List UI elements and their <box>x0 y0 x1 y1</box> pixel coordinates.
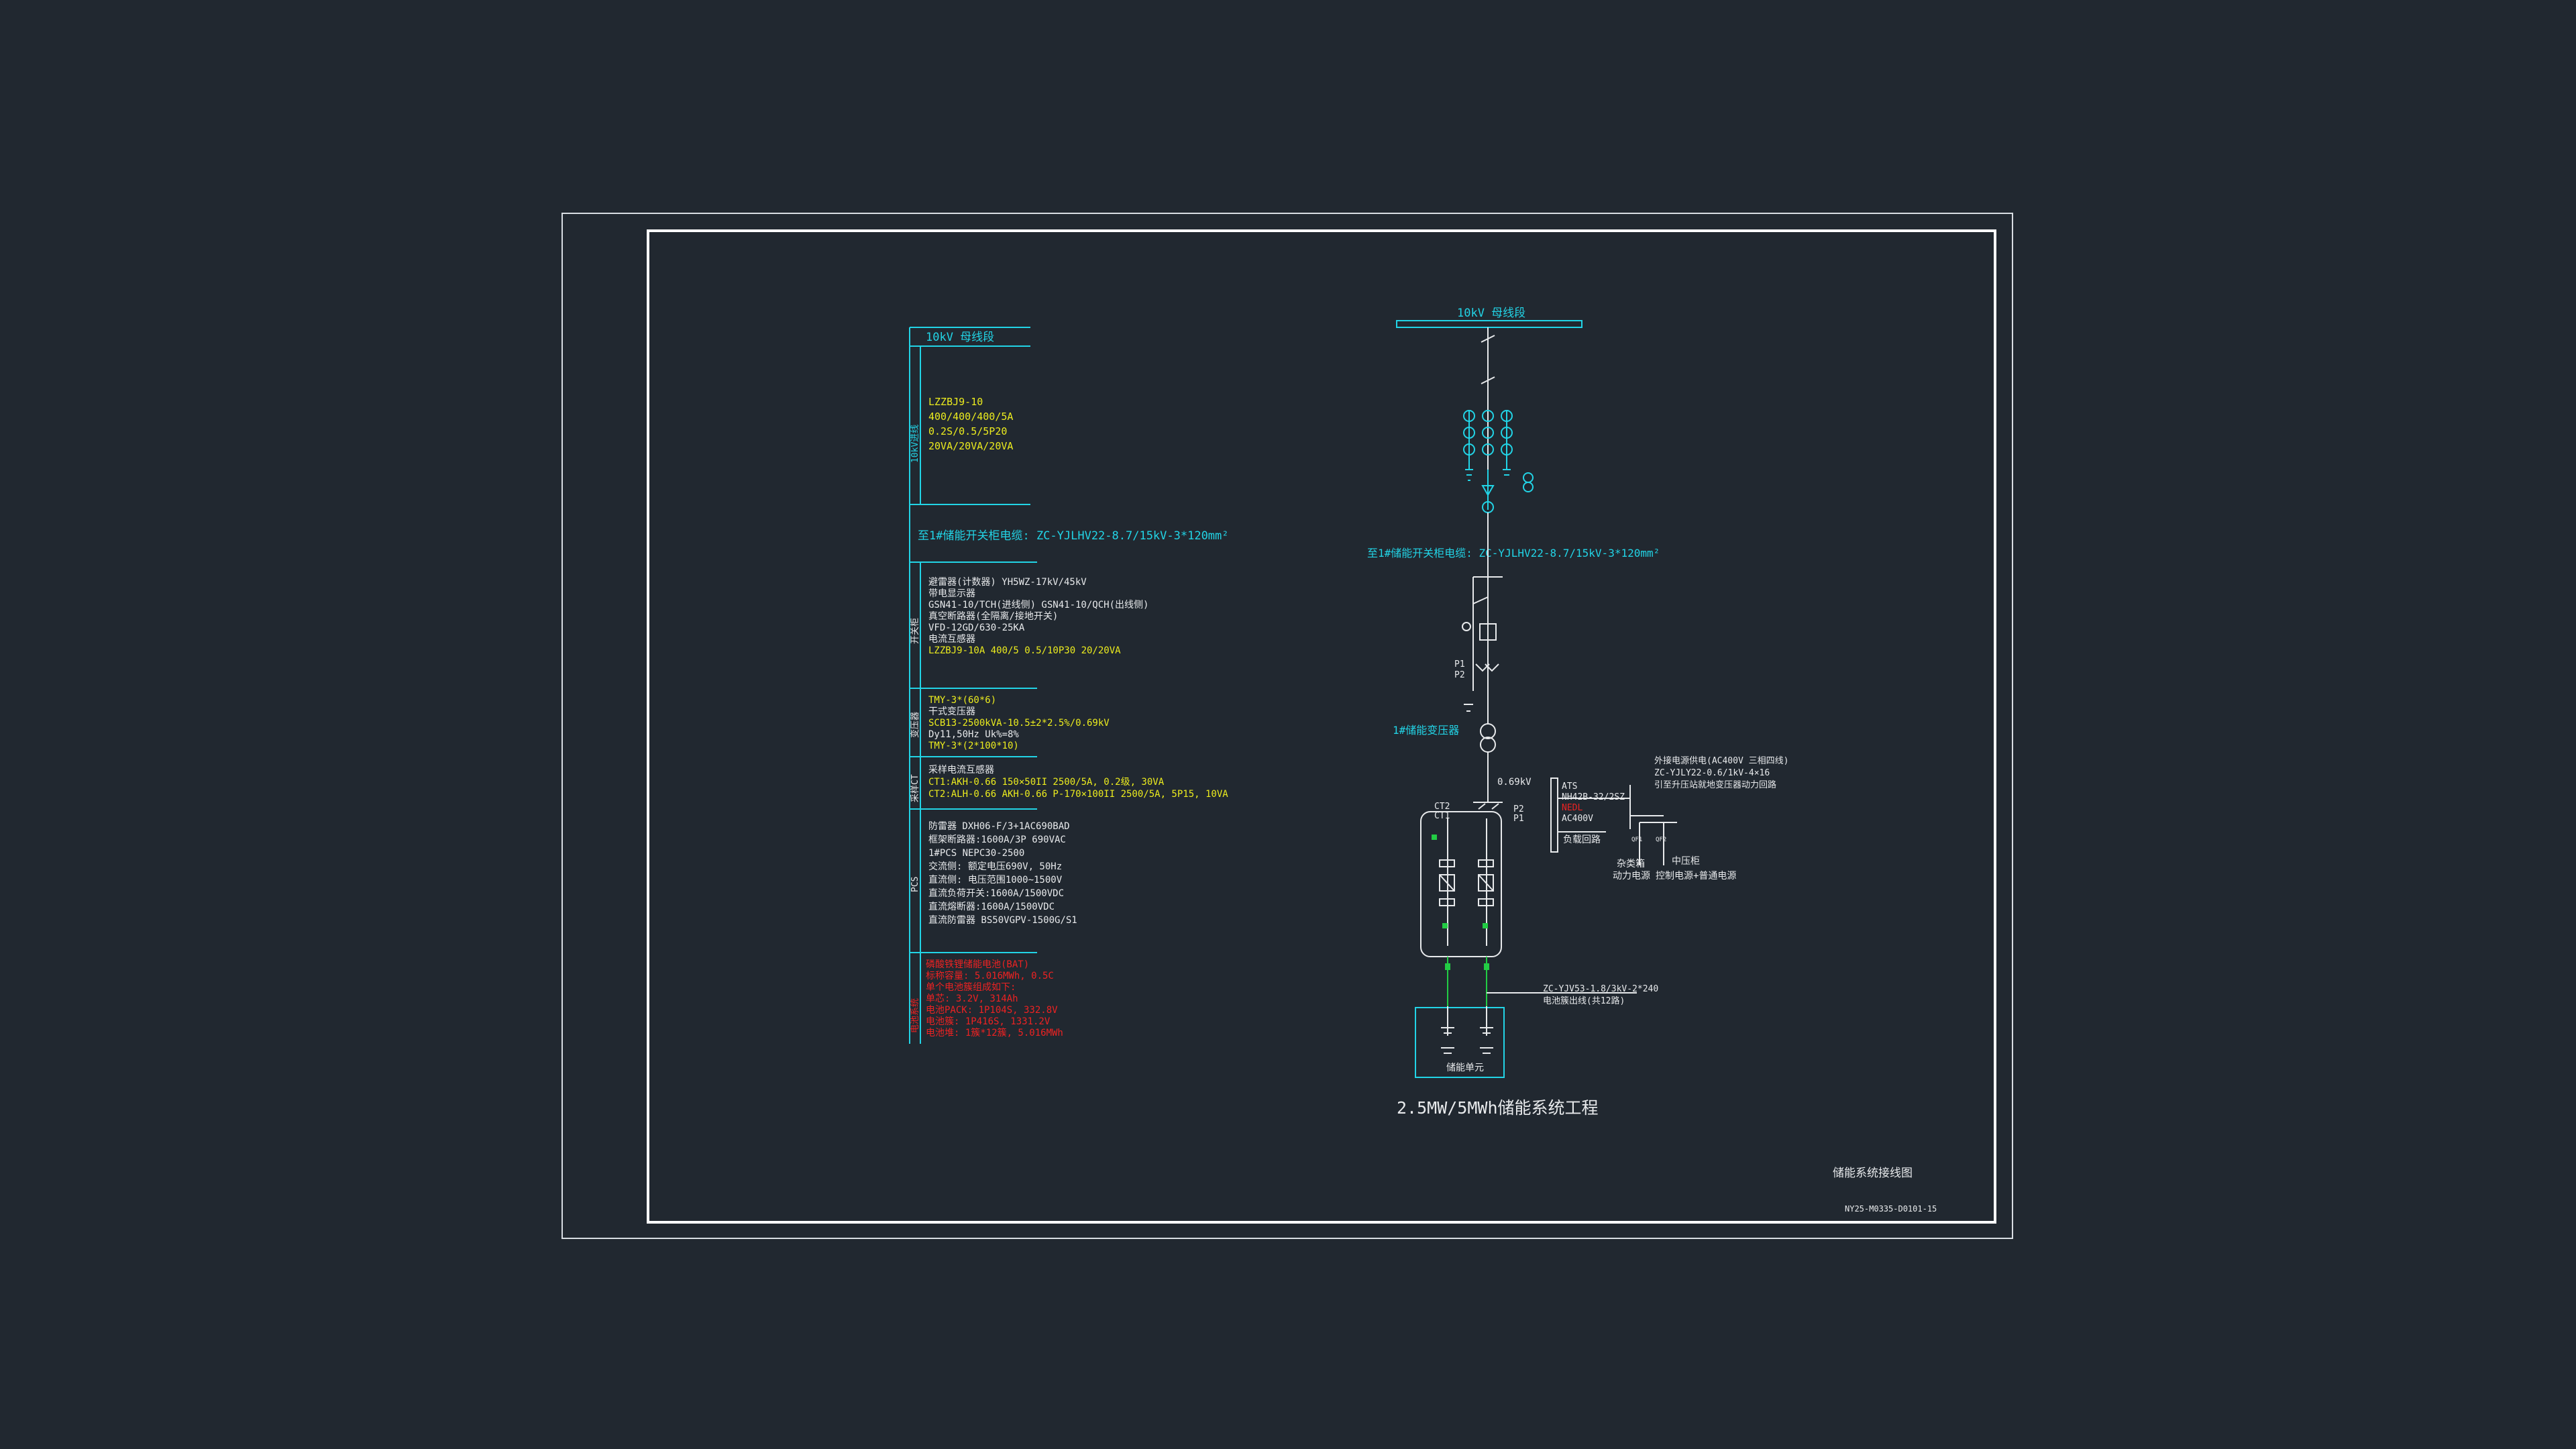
aux-supply-line: ZC-YJLY22-0.6/1kV-4×16 <box>1654 768 1770 778</box>
spec-line: 电池堆: 1簇*12簇, 5.016MWh <box>926 1028 1063 1038</box>
ats-line: NEDL <box>1562 803 1582 813</box>
spec-line: 交流侧: 额定电压690V, 50Hz <box>928 861 1062 872</box>
spec-line: LZZBJ9-10A 400/5 0.5/10P30 20/20VA <box>928 645 1121 656</box>
aux-bottom-label: 杂类箱 <box>1617 859 1645 869</box>
spec-line: SCB13-2500kVA-10.5±2*2.5%/0.69kV <box>928 718 1110 729</box>
spec-line: 直流负荷开关:1600A/1500VDC <box>928 888 1064 899</box>
spec-line: 标称容量: 5.016MWh, 0.5C <box>926 970 1054 981</box>
transformer-spec-block: TMY-3*(60*6)干式变压器SCB13-2500kVA-10.5±2*2.… <box>928 695 1110 751</box>
spec-line: 带电显示器 <box>928 588 975 599</box>
bus-bar[interactable] <box>1396 320 1582 328</box>
spec-line: TMY-3*(60*6) <box>928 695 996 706</box>
aux-bottom-label: 中压柜 <box>1672 856 1700 867</box>
spec-line: Dy11,50Hz Uk%=8% <box>928 729 1019 740</box>
spec-line: GSN41-10/TCH(进线侧) GSN41-10/QCH(出线侧) <box>928 600 1148 610</box>
spec-line: CT1:AKH-0.66 150×50II 2500/5A, 0.2级, 30V… <box>928 777 1165 788</box>
storage-unit-label: 储能单元 <box>1446 1063 1484 1073</box>
table-cable-label: 至1#储能开关柜电缆: ZC-YJLHV22-8.7/15kV-3*120mm² <box>918 529 1229 543</box>
table-side-label-6: 电池系统 <box>910 998 920 1033</box>
spec-line: 采样电流互感器 <box>928 764 994 775</box>
spec-line: 直流侧: 电压范围1000~1500V <box>928 874 1063 885</box>
ct-spec-line: LZZBJ9-10 <box>928 396 983 408</box>
ct-spec-line: 0.2S/0.5/5P20 <box>928 425 1007 437</box>
spec-line: 真空断路器(全隔离/接地开关) <box>928 610 1058 622</box>
single-line-diagram: 10kV 母线段 至1#储能开关柜电缆: ZC-YJLHV22-8.7/15kV… <box>1367 307 1788 1118</box>
ct-spec-line: 20VA/20VA/20VA <box>928 440 1013 452</box>
ct-label: CT2 <box>1434 802 1450 812</box>
spec-line: 框架断路器:1600A/3P 690VAC <box>928 835 1066 845</box>
ats-line: ATS <box>1562 782 1577 792</box>
aux-bottom-label: 控制电源+普通电源 <box>1656 871 1736 881</box>
table-bus-label: 10kV 母线段 <box>926 331 994 344</box>
spec-line: 干式变压器 <box>928 706 975 717</box>
parameter-table <box>909 327 1037 1044</box>
ct-spec-line: 400/400/400/5A <box>928 411 1013 423</box>
ct-spec-block: LZZBJ9-10 400/400/400/5A 0.2S/0.5/5P20 2… <box>928 396 1013 452</box>
ats-line: AC400V <box>1562 814 1593 824</box>
sampling-ct-spec-block: 采样电流互感器 CT1:AKH-0.66 150×50II 2500/5A, 0.… <box>928 764 1228 800</box>
diagram-cable-label: 至1#储能开关柜电缆: ZC-YJLHV22-8.7/15kV-3*120mm² <box>1367 547 1660 559</box>
p-label: P2 <box>1454 670 1465 680</box>
spec-line: 磷酸铁锂储能电池(BAT) <box>926 959 1029 970</box>
aux-breaker-label: QF2 <box>1656 837 1666 843</box>
aux-supply-line: 外接电源供电(AC400V 三相四线) <box>1654 755 1788 766</box>
bus-label: 10kV 母线段 <box>1457 307 1525 320</box>
ct-label: CT1 <box>1434 811 1450 821</box>
table-side-label-2: 开关柜 <box>910 618 920 644</box>
p-label: P2 <box>1513 804 1524 814</box>
spec-line: 防雷器 DXH06-F/3+1AC690BAD <box>928 821 1070 832</box>
voltage-label: 0.69kV <box>1497 777 1532 788</box>
aux-bottom-label: 动力电源 <box>1613 871 1650 881</box>
spec-line: 直流防雷器 BS50VGPV-1500G/S1 <box>928 914 1077 926</box>
project-title: 2.5MW/5MWh储能系统工程 <box>1397 1098 1599 1118</box>
current-transformer-icon <box>1463 410 1534 513</box>
battery-spec-block: 磷酸铁锂储能电池(BAT)标称容量: 5.016MWh, 0.5C单个电池簇组成… <box>926 959 1063 1038</box>
spec-line: VFD-12GD/630-25KA <box>928 623 1025 633</box>
pcs-spec-block: 防雷器 DXH06-F/3+1AC690BAD 框架断路器:1600A/3P 69… <box>928 821 1077 926</box>
drawing-number: NY25-M0335-D0101-15 <box>1845 1204 1937 1214</box>
spec-line: 避雷器(计数器) YH5WZ-17kV/45kV <box>928 577 1087 588</box>
transformer-icon[interactable] <box>1480 723 1496 802</box>
table-side-label-3: 变压器 <box>910 712 920 738</box>
spec-line: 电流互感器 <box>928 633 975 645</box>
aux-supply-line: 引至升压站就地变压器动力回路 <box>1654 780 1776 790</box>
spec-line: TMY-3*(2*100*10) <box>928 741 1019 751</box>
battery-icon <box>1441 1006 1493 1054</box>
spec-line: 单个电池簇组成如下: <box>926 982 1016 993</box>
p-label: P1 <box>1513 814 1524 824</box>
spec-line: 单芯: 3.2V, 314Ah <box>926 994 1018 1004</box>
storage-unit-box[interactable] <box>1415 1007 1505 1078</box>
dc-cable-line: 电池簇出线(共12路) <box>1543 996 1625 1006</box>
table-side-label-5: PCS <box>910 877 920 892</box>
inner-frame <box>647 229 1996 1224</box>
spec-line: CT2:ALH-0.66 AKH-0.66 P-170×100II 2500/5… <box>928 789 1228 800</box>
pcs-cabinet[interactable] <box>1420 811 1502 957</box>
table-side-label-4: 采样CT <box>910 774 920 802</box>
spec-line: 直流熔断器:1600A/1500VDC <box>928 901 1055 912</box>
switchgear-spec-block: 避雷器(计数器) YH5WZ-17kV/45kV带电显示器GSN41-10/TC… <box>928 577 1148 656</box>
transformer-label: 1#储能变压器 <box>1393 724 1459 737</box>
spec-line: 1#PCS NEPC30-2500 <box>928 848 1024 859</box>
spec-line: 电池PACK: 1P104S, 332.8V <box>926 1005 1058 1016</box>
table-side-label-1: 10kV进线 <box>910 425 920 463</box>
aux-breaker-label: QF1 <box>1631 837 1642 843</box>
drawing-name: 储能系统接线图 <box>1833 1167 1913 1180</box>
p-label: P1 <box>1454 659 1465 669</box>
ats-line: 负载回路 <box>1563 835 1601 845</box>
dc-cable-line: ZC-YJV53-1.8/3kV-2*240 <box>1543 984 1658 994</box>
spec-line: 电池簇: 1P416S, 1331.2V <box>926 1016 1051 1027</box>
sheet-border <box>561 213 2013 1239</box>
ats-line: NH42B-32/2SZ <box>1562 792 1625 802</box>
